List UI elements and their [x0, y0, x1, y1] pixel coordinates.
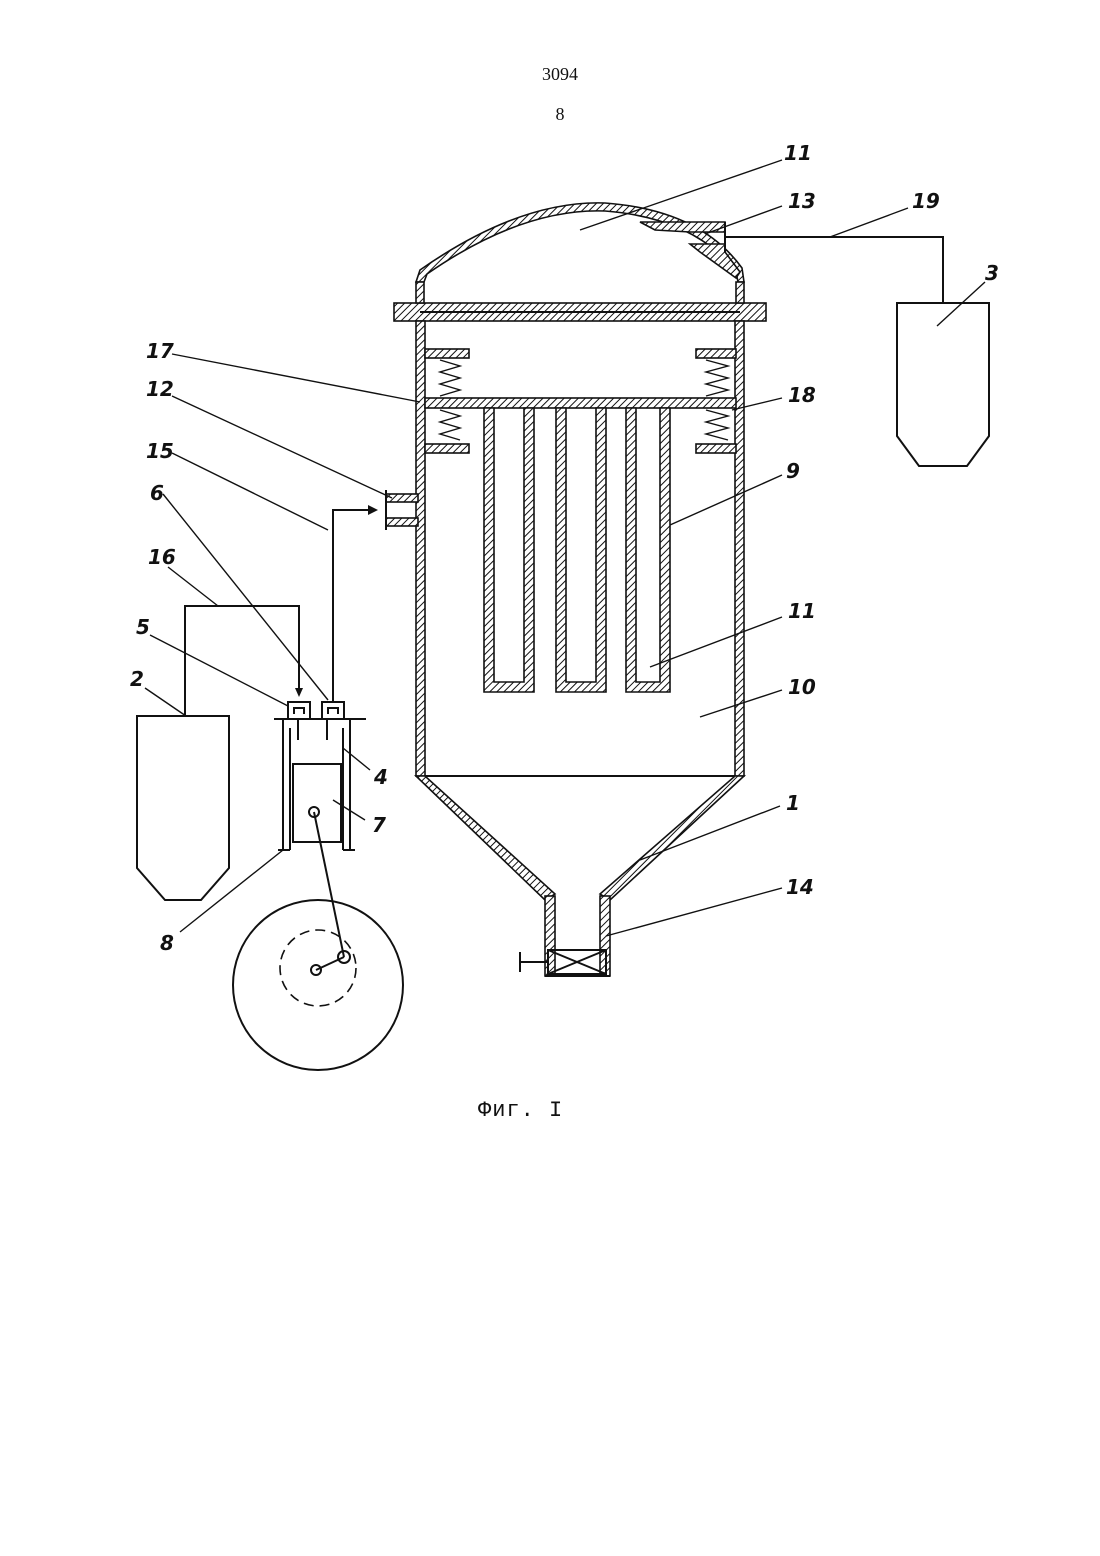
label-8: 8: [160, 931, 174, 955]
label-17: 17: [146, 339, 174, 363]
label-3: 3: [985, 261, 999, 285]
label-2: 2: [130, 667, 144, 691]
label-9: 9: [786, 459, 800, 483]
filter-elements: [484, 408, 670, 692]
label-5: 5: [136, 615, 150, 639]
label-12: 12: [146, 377, 174, 401]
label-4: 4: [373, 765, 388, 789]
label-19: 19: [912, 189, 940, 213]
label-6: 6: [150, 481, 164, 505]
tank-3: [897, 303, 989, 466]
label-18: 18: [788, 383, 816, 407]
spring-suspension: [425, 349, 736, 453]
label-16: 16: [148, 545, 176, 569]
inlet-nozzle: [386, 490, 418, 530]
label-13: 13: [788, 189, 816, 213]
piston-pump: [233, 702, 403, 1070]
label-11-top: 11: [784, 141, 812, 165]
label-15: 15: [146, 439, 174, 463]
tank-2: [137, 716, 229, 900]
label-11-filter: 11: [788, 599, 816, 623]
label-7: 7: [372, 813, 386, 837]
vessel-housing: [394, 203, 766, 976]
label-10: 10: [788, 675, 816, 699]
figure-caption: Фиг. I: [478, 1098, 563, 1123]
outlet-nozzle: [640, 222, 740, 278]
label-14: 14: [786, 875, 814, 899]
label-1: 1: [786, 791, 800, 815]
